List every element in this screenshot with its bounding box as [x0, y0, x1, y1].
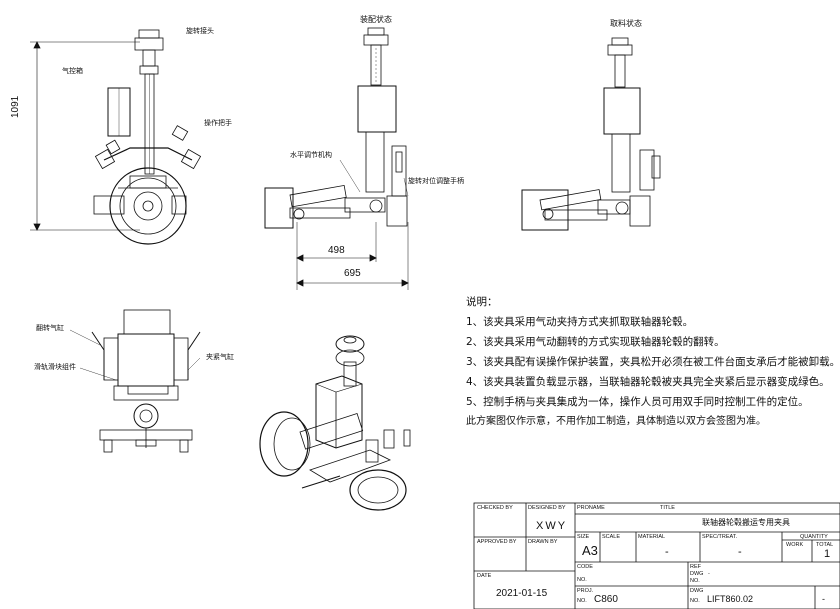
code-no-label: NO.: [577, 577, 587, 583]
total-label: TOTAL: [816, 542, 834, 548]
isometric-view: [259, 335, 411, 511]
approved-by-label: APPROVED BY: [477, 539, 517, 545]
material-value: -: [665, 546, 669, 558]
proj-value: C860: [594, 594, 618, 605]
note-item-4: 4、该夹具装置负载显示器，当联轴器轮毂被夹具完全夹紧后显示器变成绿色。: [466, 376, 830, 388]
notes-section: 说明： 1、该夹具采用气动夹持方式夹抓取联轴器轮毂。 2、该夹具采用气动翻转的方…: [466, 292, 840, 432]
ref-no-label: NO.: [690, 578, 700, 584]
proname-label: PRONAME: [577, 505, 605, 511]
side-view: [30, 29, 202, 245]
label-control-box: 气控箱: [62, 67, 83, 75]
designed-by-label: DESIGNED BY: [528, 505, 566, 511]
quantity-label: QUANTITY: [800, 534, 828, 540]
proj-label: PROJ.: [577, 588, 594, 594]
date-label: DATE: [477, 573, 492, 579]
title-block-frame: [473, 502, 840, 609]
front-view: [69, 309, 201, 453]
note-item-3: 3、该夹具配有误操作保护装置，夹具松开必须在被工件台面支承后才能被卸载。: [466, 356, 840, 368]
dwg-suffix: -: [822, 594, 825, 604]
label-handle: 操作把手: [204, 119, 232, 127]
label-clamp-cylinder: 夹紧气缸: [206, 353, 234, 361]
installed-view: [264, 27, 409, 290]
notes-heading: 说明：: [466, 296, 498, 308]
title-label: TITLE: [660, 505, 675, 511]
dimension-695: 695: [344, 268, 361, 279]
dwg-no-label: NO.: [690, 598, 700, 604]
drawn-by-label: DRAWN BY: [528, 539, 558, 545]
size-label: SIZE: [577, 534, 590, 540]
note-item-5: 5、控制手柄与夹具集成为一体，操作人员可用双手同时控制工件的定位。: [466, 396, 809, 408]
spec-label: SPEC/TREAT.: [702, 534, 738, 540]
label-guide-rail: 滑轨滑块组件: [34, 363, 76, 371]
label-rotation-handle: 旋转对位调整手柄: [408, 177, 464, 185]
pickup-state-title: 取料状态: [610, 19, 642, 28]
label-rotary-head: 旋转接头: [186, 27, 214, 35]
designer-name: XWY: [536, 520, 568, 532]
date-value: 2021-01-15: [496, 588, 548, 599]
label-flip-cylinder: 翻转气缸: [36, 324, 64, 332]
ref-label: REF: [690, 564, 701, 570]
proj-no-label: NO.: [577, 598, 587, 604]
installed-state-title: 装配状态: [360, 15, 392, 24]
scale-label: SCALE: [602, 534, 621, 540]
dwg-value: LIFT860.02: [707, 594, 754, 604]
notes-footer: 此方案图仅作示意，不用作加工制造，具体制造以双方会签图为准。: [466, 416, 766, 427]
dwg-label: DWG: [690, 588, 704, 594]
ref-value: -: [708, 571, 710, 577]
ref-dwg-label: DWG: [690, 571, 704, 577]
note-item-1: 1、该夹具采用气动夹持方式夹抓取联轴器轮毂。: [466, 316, 694, 328]
total-value: 1: [824, 548, 831, 560]
size-value: A3: [582, 543, 598, 558]
dimension-498: 498: [328, 245, 345, 256]
note-item-2: 2、该夹具采用气动翻转的方式实现联轴器轮毂的翻转。: [466, 336, 725, 348]
label-horizontal-adjust: 水平调节机构: [290, 151, 332, 159]
spec-value: -: [738, 546, 742, 558]
drawing-title: 联轴器轮毂搬运专用夹具: [702, 518, 790, 527]
code-label: CODE: [577, 564, 593, 570]
pickup-view: [521, 37, 661, 231]
height-dimension: 1091: [10, 95, 21, 118]
checked-by-label: CHECKED BY: [477, 505, 513, 511]
work-label: WORK: [786, 542, 804, 548]
material-label: MATERIAL: [638, 534, 666, 540]
